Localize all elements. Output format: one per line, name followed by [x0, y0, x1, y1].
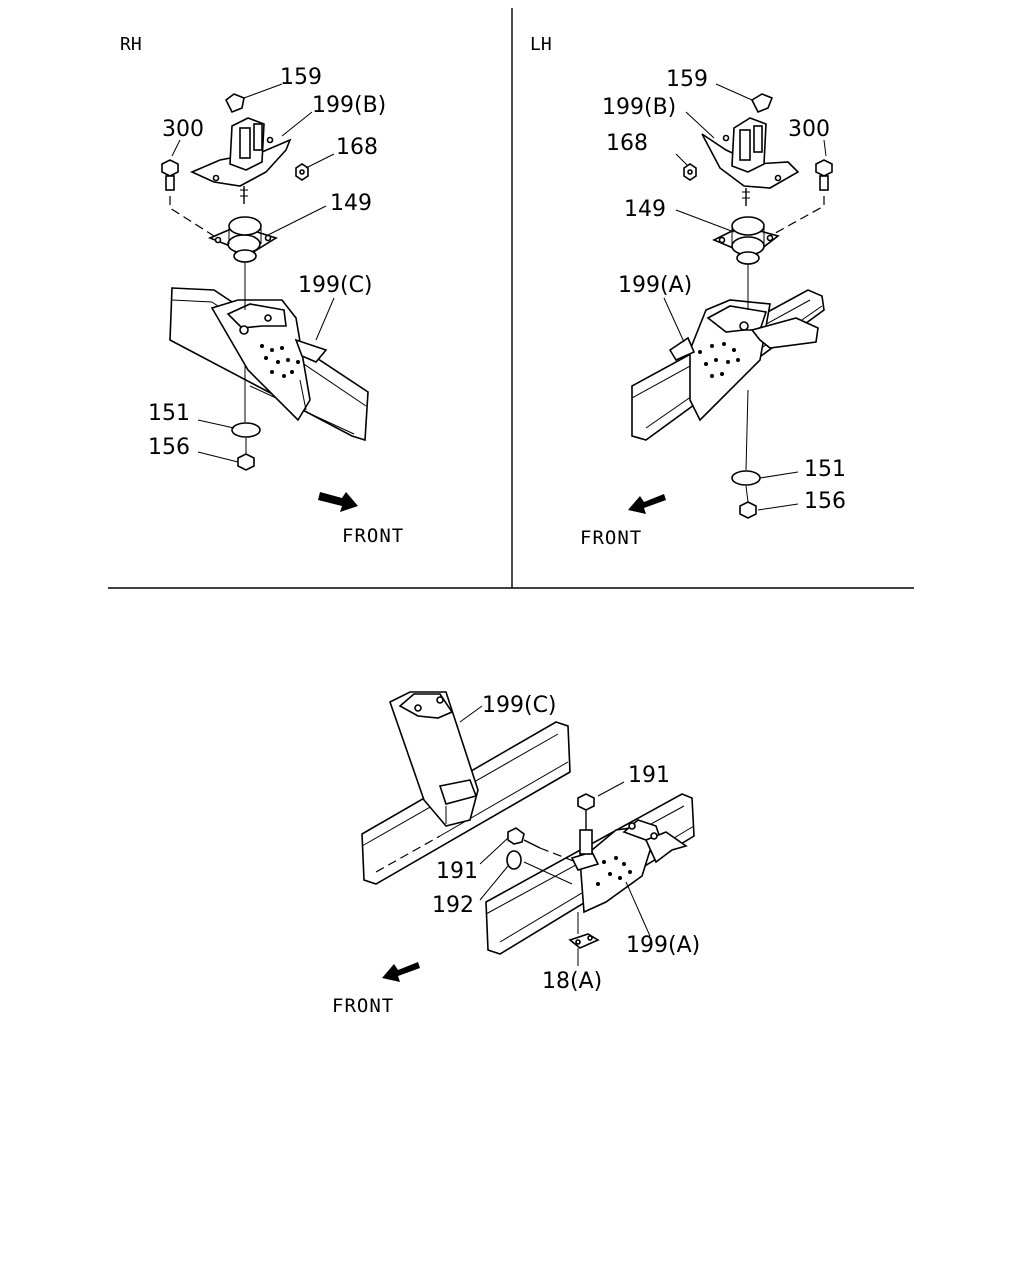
- bottom-bracket-199a: [570, 819, 688, 914]
- rh-bolt-300: [161, 159, 179, 191]
- rh-callout-199c: 199(C): [298, 273, 373, 298]
- bottom-bolt-191: [507, 827, 541, 849]
- bottom-bracket-199c: [389, 691, 479, 827]
- rh-callout-168: 168: [336, 135, 378, 160]
- lh-callout-149: 149: [624, 197, 666, 222]
- lh-front-arrow-icon: [628, 494, 666, 514]
- bottom-callout-18a: 18(A): [542, 969, 602, 994]
- rh-mount-149: [207, 216, 278, 263]
- rh-callout-159: 159: [280, 65, 322, 90]
- lh-mount-149: [712, 216, 780, 265]
- rh-washer-151: [231, 422, 261, 438]
- lh-callout-300: 300: [788, 117, 830, 142]
- lh-callout-199a: 199(A): [618, 273, 692, 298]
- lh-callout-159: 159: [666, 67, 708, 92]
- lh-washer-151: [731, 470, 761, 486]
- bottom-bolt-191-top: [577, 793, 595, 855]
- lh-nut-156: [739, 501, 757, 519]
- lh-clip-159: [750, 93, 774, 114]
- lh-front-label: FRONT: [580, 527, 642, 549]
- lh-panel: LH: [530, 34, 846, 549]
- rh-panel: RH: [120, 34, 404, 547]
- rh-side-label: RH: [120, 34, 142, 55]
- rh-callout-300: 300: [162, 117, 204, 142]
- lh-side-label: LH: [530, 34, 552, 55]
- bottom-front-arrow-icon: [382, 962, 420, 982]
- rh-front-label: FRONT: [342, 525, 404, 547]
- bottom-front-label: FRONT: [332, 995, 394, 1017]
- lh-bracket-199a: [668, 299, 819, 422]
- rh-bracket-199b: [190, 117, 292, 187]
- lh-callout-156: 156: [804, 489, 846, 514]
- rh-clip-159: [224, 93, 245, 114]
- lh-bolt-300: [815, 159, 833, 191]
- bottom-panel: 199(C) 191 191 192 199(A) 18(A) FRONT: [332, 691, 700, 1017]
- bottom-plate-18a: [568, 933, 600, 949]
- rh-nut-168: [295, 163, 309, 181]
- rh-callout-199b: 199(B): [312, 93, 386, 118]
- bottom-callout-192: 192: [432, 893, 474, 918]
- rh-callout-149: 149: [330, 191, 372, 216]
- rh-front-arrow-icon: [318, 492, 358, 512]
- bottom-callout-191: 191: [436, 859, 478, 884]
- rh-callout-156: 156: [148, 435, 190, 460]
- rh-callout-151: 151: [148, 401, 190, 426]
- lh-bracket-199b: [701, 117, 800, 189]
- lh-callout-199b: 199(B): [602, 95, 676, 120]
- bottom-callout-199a: 199(A): [626, 933, 700, 958]
- lh-callout-168: 168: [606, 131, 648, 156]
- lh-callout-151: 151: [804, 457, 846, 482]
- bottom-washer-192: [506, 850, 522, 870]
- bottom-callout-199c: 199(C): [482, 693, 557, 718]
- lh-nut-168: [683, 163, 697, 181]
- rh-nut-156: [237, 453, 255, 471]
- rh-bracket-199c: [210, 299, 328, 422]
- bottom-callout-191-top: 191: [628, 763, 670, 788]
